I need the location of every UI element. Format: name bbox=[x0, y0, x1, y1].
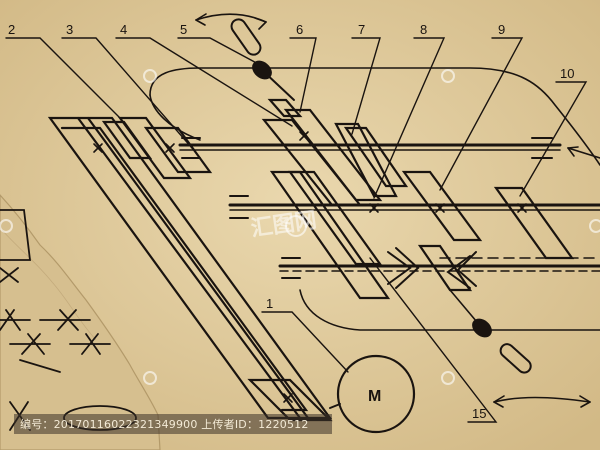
callout-8: 8 bbox=[420, 22, 427, 37]
callout-6: 6 bbox=[296, 22, 303, 37]
motor-symbol bbox=[336, 354, 416, 434]
torn-paper-edge bbox=[0, 194, 161, 450]
callout-labels: 2 3 4 5 6 7 8 9 10 1 15 M bbox=[8, 22, 574, 421]
callout-5: 5 bbox=[180, 22, 187, 37]
paper-crease bbox=[1, 229, 97, 341]
callout-10: 10 bbox=[560, 66, 574, 81]
gear-cluster-left bbox=[101, 116, 213, 180]
callout-3: 3 bbox=[66, 22, 73, 37]
upper-linkage-loop bbox=[149, 67, 600, 166]
watermark-caption-bar: 编号：20170116022321349900 上传者ID：1220512 bbox=[14, 414, 332, 434]
callout-7: 7 bbox=[358, 22, 365, 37]
clutch-symbols bbox=[387, 247, 477, 289]
callout-15: 15 bbox=[472, 406, 486, 421]
watermark-swirls bbox=[0, 69, 600, 385]
callout-1: 1 bbox=[266, 296, 273, 311]
motion-arrows bbox=[195, 13, 600, 408]
lower-linkage-loop bbox=[299, 289, 600, 331]
motor-label: M bbox=[368, 388, 381, 405]
watermark-caption: 编号：20170116022321349900 上传者ID：1220512 bbox=[20, 418, 309, 431]
leader-lines bbox=[5, 37, 588, 423]
callout-4: 4 bbox=[120, 22, 127, 37]
diagram-linework bbox=[0, 13, 600, 434]
x-markers bbox=[93, 131, 527, 403]
control-levers bbox=[230, 18, 532, 374]
callout-2: 2 bbox=[8, 22, 15, 37]
callout-9: 9 bbox=[498, 22, 505, 37]
